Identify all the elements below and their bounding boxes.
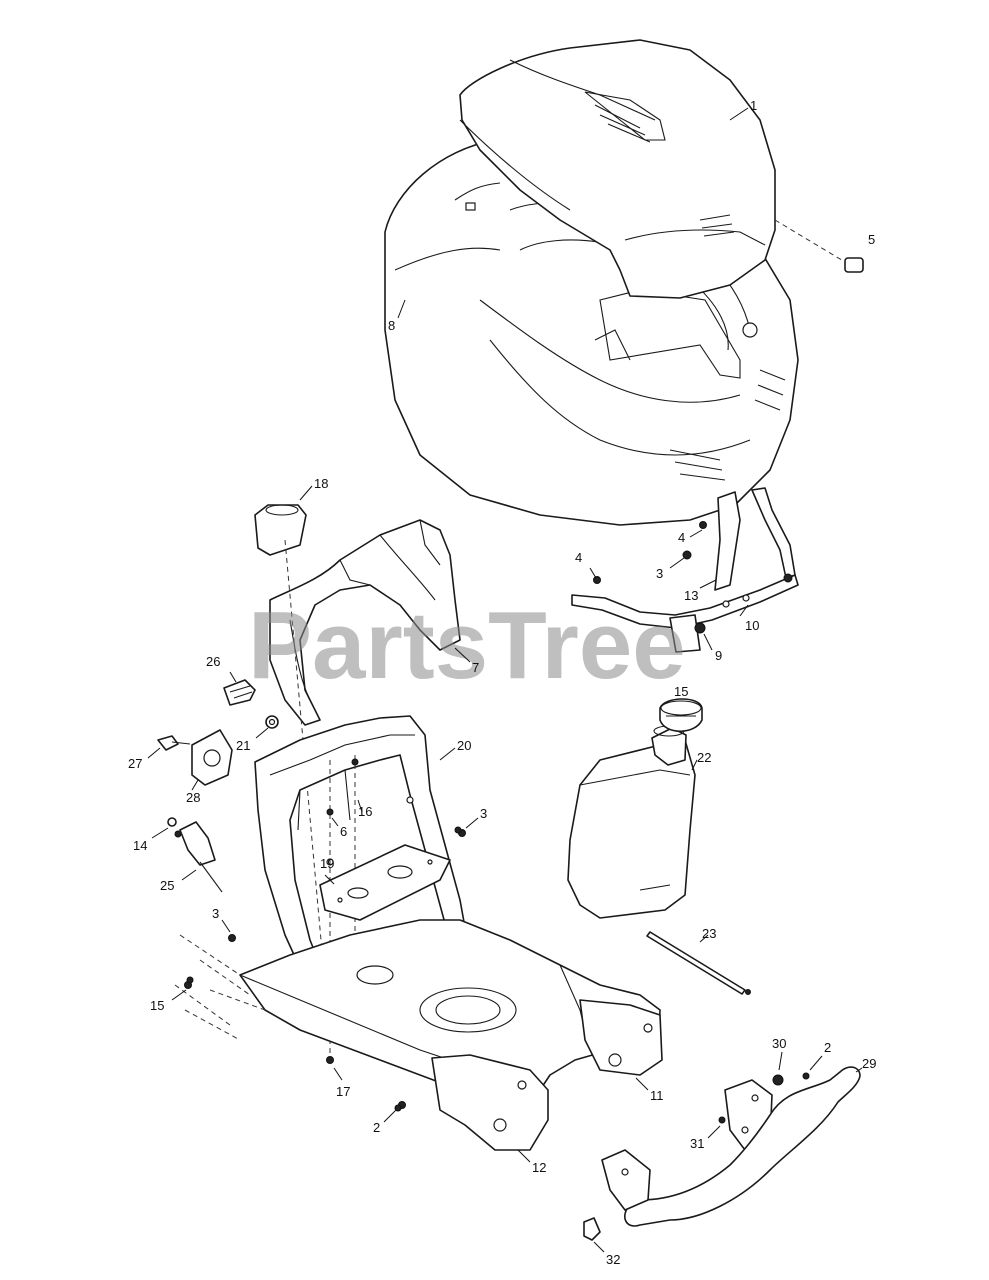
callout-19: 19 <box>320 856 334 871</box>
part-light-25 <box>167 817 223 893</box>
callout-13: 13 <box>684 588 698 603</box>
part-frame <box>174 919 663 1151</box>
callout-2b: 2 <box>373 1120 380 1135</box>
callout-26: 26 <box>206 654 220 669</box>
callout-2a: 2 <box>824 1040 831 1055</box>
callout-17: 17 <box>336 1084 350 1099</box>
callout-15a: 15 <box>674 684 688 699</box>
callout-29: 29 <box>862 1056 876 1071</box>
callout-4a: 4 <box>678 530 685 545</box>
callout-21: 21 <box>236 738 250 753</box>
callout-3c: 3 <box>212 906 219 921</box>
callout-20: 20 <box>457 738 471 753</box>
callout-12: 12 <box>532 1160 546 1175</box>
callout-7: 7 <box>472 660 479 675</box>
callout-5: 5 <box>868 232 875 247</box>
part-dash-panel <box>269 519 461 726</box>
callout-16: 16 <box>358 804 372 819</box>
callout-4b: 4 <box>575 550 582 565</box>
callout-3a: 3 <box>656 566 663 581</box>
part-nut-21 <box>265 715 279 729</box>
callout-32: 32 <box>606 1252 620 1267</box>
part-strap-23 <box>646 931 751 995</box>
part-fuel-tank <box>567 725 696 919</box>
part-ignition-28 <box>157 729 233 786</box>
callout-labels: 1 5 8 18 4 4 3 13 10 9 7 26 21 15 27 28 … <box>128 98 876 1267</box>
callout-3b: 3 <box>480 806 487 821</box>
callout-25: 25 <box>160 878 174 893</box>
callout-1: 1 <box>750 98 757 113</box>
part-bolt-5 <box>774 219 864 273</box>
callout-11: 11 <box>650 1088 664 1103</box>
part-hood-top <box>459 39 776 299</box>
callout-23: 23 <box>702 926 716 941</box>
part-hardware <box>186 826 462 1112</box>
callout-14: 14 <box>133 838 147 853</box>
callout-18: 18 <box>314 476 328 491</box>
callout-22: 22 <box>697 750 711 765</box>
callout-10: 10 <box>745 618 759 633</box>
watermark-text: PartsTree <box>248 592 686 699</box>
callout-8: 8 <box>388 318 395 333</box>
callout-31: 31 <box>690 1136 704 1151</box>
part-front-bumper <box>583 1066 861 1241</box>
callout-28: 28 <box>186 790 200 805</box>
callout-15b: 15 <box>150 998 164 1013</box>
part-fuel-cap <box>659 698 703 733</box>
callout-6: 6 <box>340 824 347 839</box>
callout-30: 30 <box>772 1036 786 1051</box>
part-switch-26 <box>223 679 256 706</box>
part-hood-bracket <box>571 487 799 653</box>
callout-9: 9 <box>715 648 722 663</box>
callout-27: 27 <box>128 756 142 771</box>
